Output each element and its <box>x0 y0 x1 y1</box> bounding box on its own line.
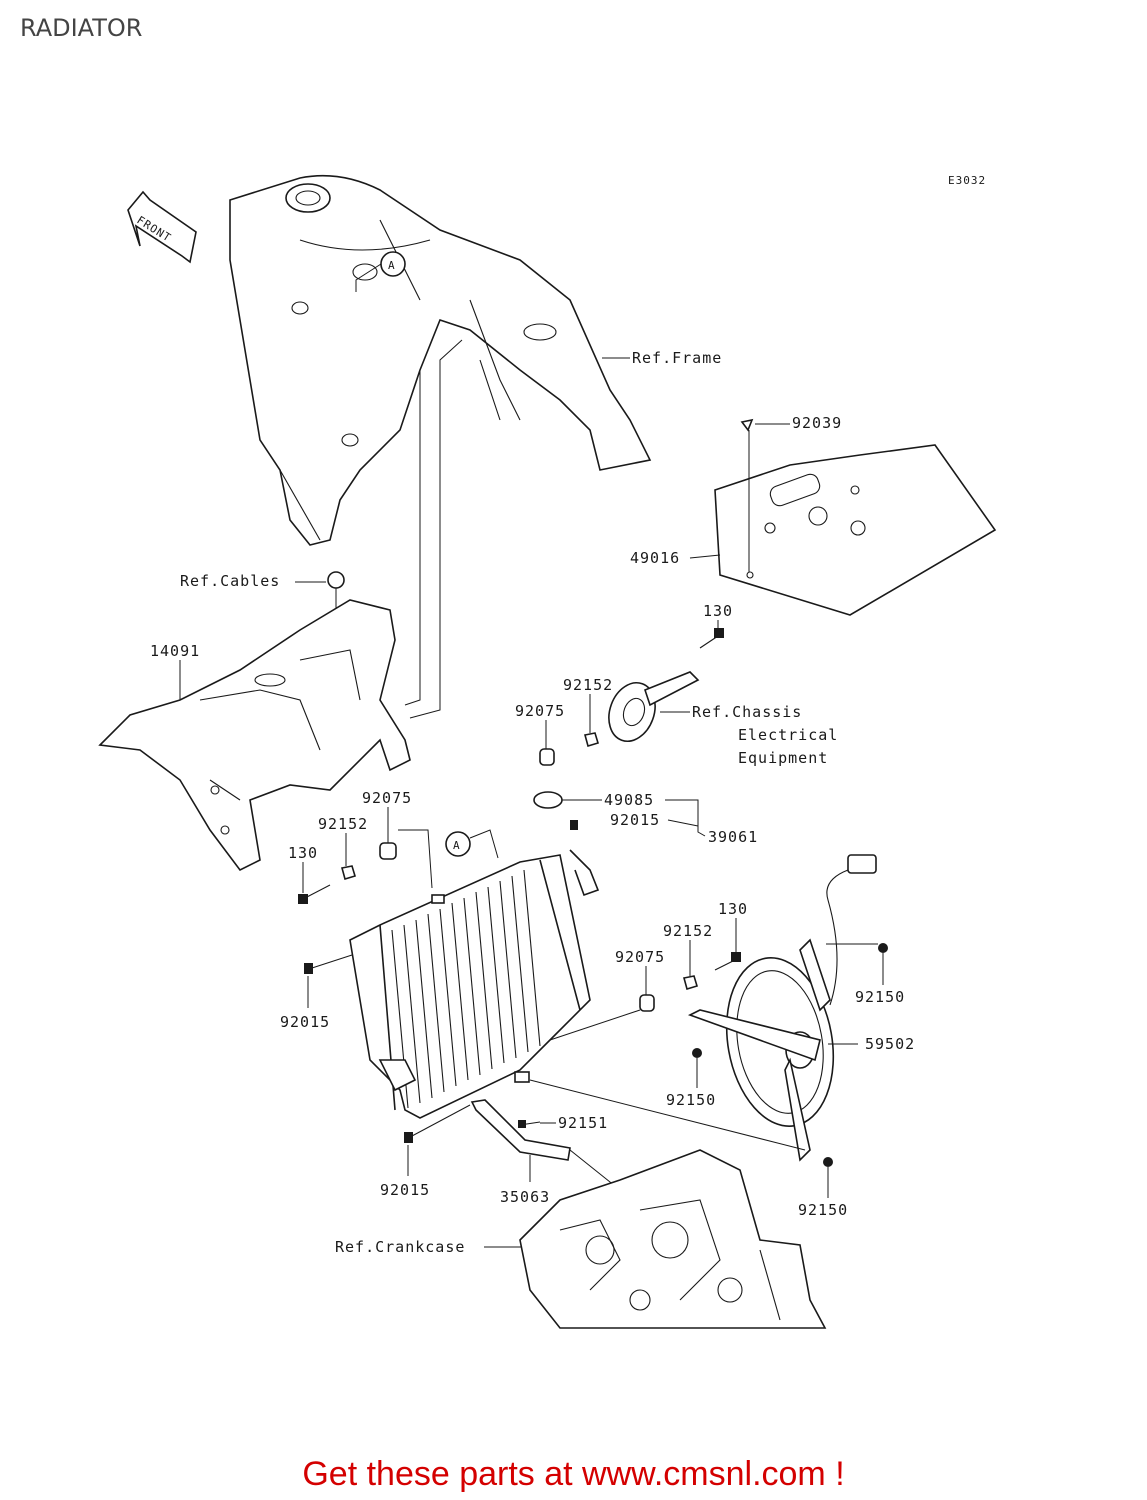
label-92015-top: 92015 <box>610 811 660 829</box>
bolt-92151 <box>518 1120 541 1128</box>
label-92015-left: 92015 <box>280 1013 330 1031</box>
label-130-right: 130 <box>718 900 748 918</box>
clip-92015-top <box>570 820 578 830</box>
label-130-top: 130 <box>703 602 733 620</box>
bolt-130-right <box>714 952 741 971</box>
label-14091: 14091 <box>150 642 200 660</box>
callout-a-middle-letter: A <box>453 839 461 852</box>
label-49085: 49085 <box>604 791 654 809</box>
label-92075-top: 92075 <box>515 702 565 720</box>
nut-92150-c <box>823 1157 833 1167</box>
bolt-130-left <box>298 884 331 904</box>
label-ref-chassis-3: Equipment <box>738 749 828 767</box>
frame-part <box>229 174 652 546</box>
label-92039: 92039 <box>792 414 842 432</box>
label-49016: 49016 <box>630 549 680 567</box>
horn-part <box>608 671 700 742</box>
nut-92150-b <box>692 1048 702 1058</box>
diagram-code: E3032 <box>948 174 986 187</box>
cover-14091 <box>98 599 411 872</box>
front-arrow-icon: FRONT <box>127 190 197 264</box>
cable-clip <box>327 571 345 589</box>
grommet-92075-right <box>639 994 655 1012</box>
label-ref-chassis-1: Ref.Chassis <box>692 703 802 721</box>
label-92075-right: 92075 <box>615 948 665 966</box>
nut-92150-a <box>878 943 888 953</box>
fan-assembly-59502 <box>687 854 877 1162</box>
label-92075-left: 92075 <box>362 789 412 807</box>
bolt-130-top <box>699 628 724 649</box>
collar-92152-top <box>584 732 599 748</box>
collar-92152-right <box>683 975 698 991</box>
callout-a-top-letter: A <box>388 259 396 272</box>
clip-92015-bottom <box>404 1132 413 1143</box>
label-92152-right: 92152 <box>663 922 713 940</box>
grommet-92039 <box>740 418 754 432</box>
radiator-cap-49085 <box>533 791 563 809</box>
label-92151: 92151 <box>558 1114 608 1132</box>
grommet-92075-top <box>539 748 555 766</box>
clip-92015-left <box>304 963 313 974</box>
label-130-left: 130 <box>288 844 318 862</box>
radiator-core <box>349 849 600 1119</box>
crankcase-part <box>519 1149 827 1329</box>
label-92150-b: 92150 <box>666 1091 716 1109</box>
label-92152-left: 92152 <box>318 815 368 833</box>
footer-link[interactable]: Get these parts at www.cmsnl.com ! <box>302 1455 845 1493</box>
label-92152-top: 92152 <box>563 676 613 694</box>
label-92150-c: 92150 <box>798 1201 848 1219</box>
callout-a-middle <box>445 831 471 857</box>
label-35063: 35063 <box>500 1188 550 1206</box>
label-59502: 59502 <box>865 1035 915 1053</box>
label-39061: 39061 <box>708 828 758 846</box>
page-title: RADIATOR <box>20 14 143 42</box>
label-ref-crankcase: Ref.Crankcase <box>335 1238 465 1256</box>
label-92150-a: 92150 <box>855 988 905 1006</box>
bracket-35063 <box>470 1099 571 1161</box>
collar-92152-left <box>341 865 356 881</box>
plate-49016 <box>714 444 997 616</box>
label-ref-chassis-2: Electrical <box>738 726 838 744</box>
label-ref-cables: Ref.Cables <box>180 572 280 590</box>
label-ref-frame: Ref.Frame <box>632 349 722 367</box>
grommet-92075-left <box>379 842 397 860</box>
label-92015-bottom: 92015 <box>380 1181 430 1199</box>
